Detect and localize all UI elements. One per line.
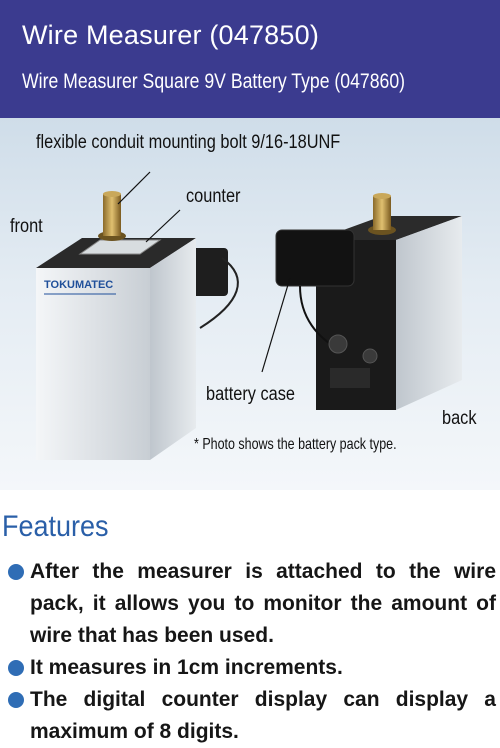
bullet-icon [8,660,24,676]
back-side-face [396,216,462,410]
label-counter: counter [186,186,241,207]
list-item: It measures in 1cm increments. [8,652,496,684]
feature-text: After the measurer is attached to the wi… [30,560,496,647]
front-unit: TOKUMATEC [36,191,239,460]
label-front: front [10,216,43,237]
back-unit [275,193,462,410]
product-photo: TOKUMATEC flexible conduit [0,118,500,490]
feature-text: It measures in 1cm increments. [30,656,343,679]
connector-icon [362,348,378,364]
header-banner: Wire Measurer (047850) Wire Measurer Squ… [0,0,500,118]
leader-line-battery [261,277,291,373]
label-battery-case: battery case [206,384,296,405]
page-subtitle: Wire Measurer Square 9V Battery Type (04… [22,70,406,93]
bullet-icon [8,564,24,580]
features-heading: Features [2,510,109,543]
mounting-bolt-front [103,194,121,236]
mounting-bolt-back [373,196,391,230]
product-illustration: TOKUMATEC [36,171,462,460]
page-title: Wire Measurer (047850) [22,20,320,50]
label-bolt: flexible conduit mounting bolt 9/16-18UN… [36,132,341,153]
bullet-icon [8,692,24,708]
brand-logo: TOKUMATEC [44,279,113,291]
leader-line-counter [145,209,181,243]
list-item: After the measurer is attached to the wi… [8,556,496,652]
front-side-face [150,238,196,460]
feature-text: The digital counter display can display … [30,688,496,743]
leader-line-bolt [117,171,151,205]
features-list: After the measurer is attached to the wi… [8,556,496,748]
label-back: back [442,408,477,429]
connector-icon [328,334,348,354]
counter-window [78,239,162,255]
list-item: The digital counter display can display … [8,684,496,748]
battery-cable-front [199,257,239,329]
front-face [36,268,150,460]
battery-pack-front [192,248,228,296]
battery-case [275,229,355,287]
photo-note: * Photo shows the battery pack type. [194,436,397,453]
